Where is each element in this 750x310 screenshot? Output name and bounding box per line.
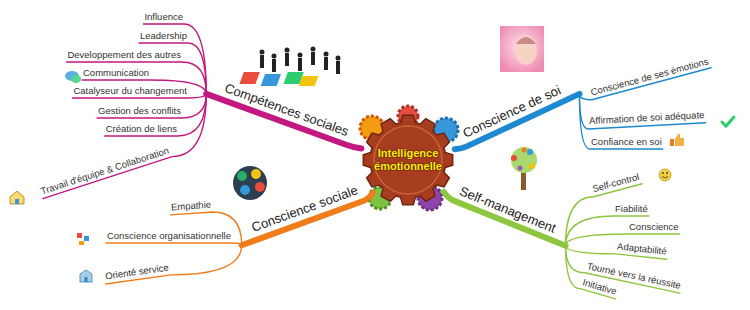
- sub-branch: [579, 94, 705, 129]
- topic-text: Influence: [144, 12, 183, 23]
- leaf-topic: Conscience: [628, 222, 680, 233]
- topic-text: Catalyseur du changement: [73, 86, 187, 97]
- sub-branch: [566, 184, 643, 246]
- sub-branch: [97, 94, 206, 118]
- leaf-topic: Gestion des conflits: [97, 106, 182, 117]
- topic-text: Gestion des conflits: [98, 106, 181, 117]
- check-icon: [722, 117, 734, 126]
- leaf-topic: Leadership: [139, 31, 188, 42]
- leaf-topic: Création de liens: [105, 124, 178, 135]
- org-chart-icon: [77, 233, 89, 245]
- topic-text: Travail d'équipe & Collaboration: [40, 145, 171, 197]
- topic-text: Self-control: [592, 172, 641, 195]
- leaf-topic: Communication: [82, 68, 150, 79]
- face-picture: [500, 26, 544, 72]
- sub-branch: [106, 243, 242, 245]
- people-circle-picture: [233, 166, 267, 200]
- leaf-topic: Fiabilité: [614, 204, 649, 215]
- leaf-topic: Travail d'équipe & Collaboration: [39, 145, 172, 197]
- topic-text: Intelligence émotionnelle: [371, 147, 445, 172]
- people-puzzle-picture: [239, 47, 340, 87]
- topic-text: Compétences sociales: [223, 82, 351, 141]
- topic-text: Conscience de soi: [461, 83, 564, 141]
- house-icon: [10, 191, 24, 204]
- leaf-topic: Catalyseur du changement: [72, 86, 188, 97]
- central-gear: Intelligence émotionnelle: [358, 114, 458, 206]
- topic-text: Conscience organisationnelle: [107, 231, 231, 242]
- leaf-topic: Confiance en soi: [590, 137, 663, 148]
- leaf-topic: Conscience de ses émotions: [589, 56, 711, 99]
- thumbs-icon: [670, 134, 684, 146]
- speech-icon: [65, 71, 81, 83]
- leaf-topic: Influence: [143, 12, 184, 23]
- leaf-topic: Affirmation de soi adéquate: [588, 110, 706, 127]
- leaf-topic: Developpement des autres: [66, 50, 182, 61]
- topic-text: Conscience: [629, 222, 679, 233]
- tree-picture: [511, 147, 537, 190]
- topic-text: Leadership: [140, 31, 187, 42]
- smiley-icon: [659, 169, 671, 181]
- leaf-topic: Empathie: [170, 200, 213, 214]
- topic-text: Conscience de ses émotions: [590, 56, 710, 98]
- leaf-topic: Conscience organisationnelle: [106, 231, 232, 242]
- topic-text: Confiance en soi: [591, 137, 662, 148]
- topic-text: Fiabilité: [615, 204, 648, 215]
- sub-branch: [106, 245, 242, 284]
- leaf-topic: Self-control: [591, 172, 642, 196]
- branch-topic: Compétences sociales: [221, 81, 353, 141]
- topic-text: Empathie: [171, 200, 212, 214]
- topic-text: Affirmation de soi adéquate: [589, 110, 705, 127]
- topic-text: Création de liens: [106, 124, 177, 135]
- topic-text: Developpement des autres: [67, 50, 181, 61]
- building-icon: [80, 270, 92, 282]
- topic-text: Communication: [83, 68, 149, 79]
- branch-topic: Conscience de soi: [459, 83, 565, 143]
